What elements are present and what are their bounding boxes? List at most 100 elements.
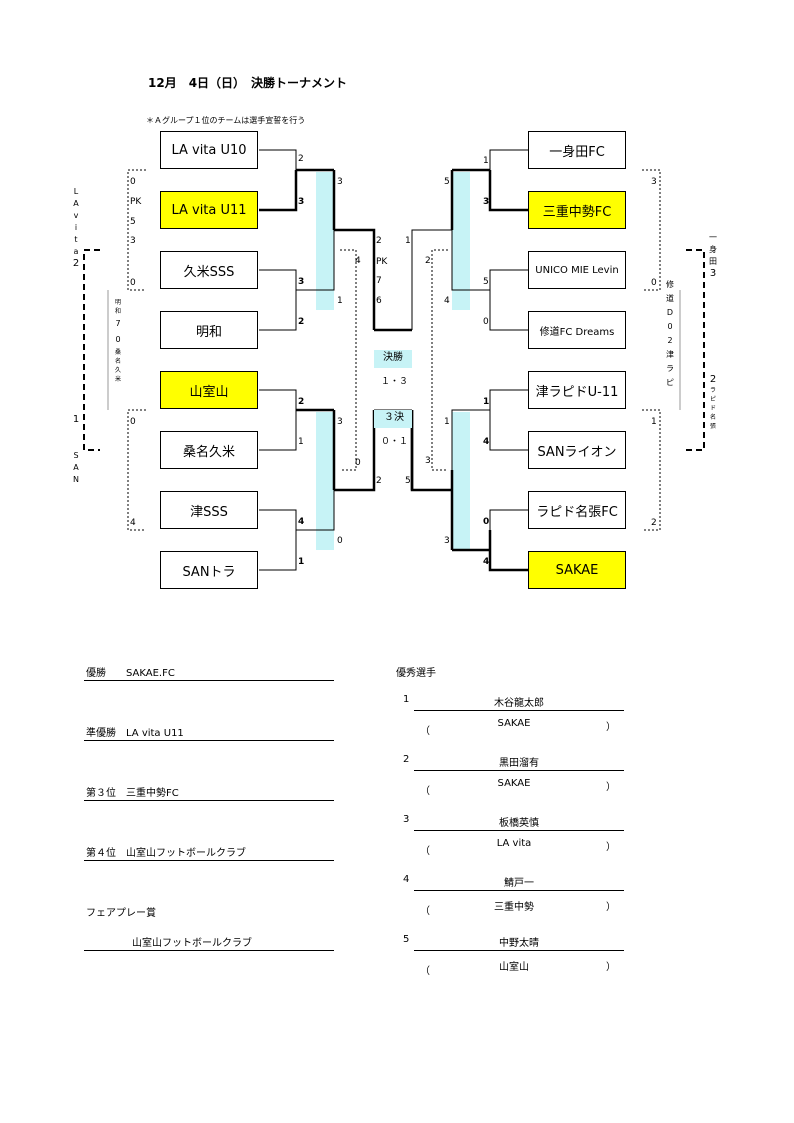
team-right-2: 三重中勢FC [528,191,626,229]
pk-final-score: 6 [376,296,382,306]
pk-final-label: PK [376,257,388,267]
player-name: 黒田溜有 [499,758,539,769]
player-team: 三重中勢 [494,902,534,913]
paren-close: ） [606,962,616,973]
outer-right-score: 0 [651,278,657,288]
team-left-4: 明和 [160,311,258,349]
score-right-r1: 3 [483,197,490,207]
player-num: 2 [403,754,410,765]
player-name: 中野太晴 [499,938,539,949]
score-right-sf: 5 [444,177,450,187]
score-left-r1: 3 [298,197,305,207]
result-line [84,800,334,801]
score-right-r1: 4 [483,557,490,567]
paren-open: （ [420,906,430,917]
paren-open: （ [420,786,430,797]
pledge-note: ＊Ａグループ１位のチームは選手宣誓を行う [146,116,306,125]
team-left-6: 桑名久米 [160,431,258,469]
paren-open: （ [420,846,430,857]
player-team: LA vita [496,838,532,849]
score-left-third: 0 [355,458,361,468]
player-line [414,770,624,771]
player-team: SAKAE [497,718,531,729]
result-line [84,680,334,681]
score-right-third: 2 [425,256,431,266]
final-score: １・３ [381,377,409,387]
third-label: ３決 [384,412,404,423]
player-name: 板橋英慎 [499,818,539,829]
player-line [414,830,624,831]
score-left-r1: 2 [298,317,305,327]
team-left-8: SANトラ [160,551,258,589]
score-right-r1: 5 [483,277,489,287]
players-title: 優秀選手 [396,668,436,679]
player-team: SAKAE [497,778,531,789]
paren-close: ） [606,842,616,853]
pk-final-score: 7 [376,276,382,286]
score-left-final: 2 [376,476,382,486]
outer-right-score: 1 [651,417,657,427]
team-left-1: LA vita U10 [160,131,258,169]
result-runner-up: 準優勝 LA vita U11 [86,728,184,739]
score-left-sf: 0 [337,536,343,546]
team-left-5: 山室山 [160,371,258,409]
pk-left-score: 0 [130,278,136,288]
score-right-final: 5 [405,476,411,486]
score-right-sf: 3 [444,536,450,546]
pk-left-score: 0 [130,177,136,187]
score-left-sf: 3 [337,177,343,187]
team-right-1: 一身田FC [528,131,626,169]
page-title: 12月 4日（日） 決勝トーナメント [148,76,348,90]
result-line [84,860,334,861]
result-third: 第３位 三重中勢FC [86,788,179,799]
result-line [84,950,334,951]
pk-left-label: PK [130,197,142,207]
team-right-5: 津ラピドU-11 [528,371,626,409]
score-left-sf: 1 [337,296,343,306]
player-num: 3 [403,814,410,825]
team-right-6: SANライオン [528,431,626,469]
score-right-r1: 0 [483,317,489,327]
player-num: 1 [403,694,410,705]
score-left-r1: 1 [298,437,304,447]
pk-left-score: 5 [130,217,136,227]
bracket-lines [83,149,705,572]
outer-left-score: 4 [130,518,136,528]
score-left-final: 2 [376,236,382,246]
score-right-r1: 1 [483,397,490,407]
team-right-4: 修道FC Dreams [528,311,626,349]
score-left-r1: 2 [298,154,304,164]
paren-close: ） [606,902,616,913]
score-right-sf: 1 [444,417,450,427]
score-left-third: 4 [355,256,361,266]
fairplay-label: フェアプレー賞 [86,908,156,919]
team-right-3: UNICO MIE Levin [528,251,626,289]
team-right-8: SAKAE [528,551,626,589]
score-left-sf: 3 [337,417,343,427]
score-right-third: 3 [425,456,431,466]
player-name: 木谷龍太郎 [494,698,544,709]
score-right-r1: 4 [483,437,490,447]
score-right-final: 1 [405,236,411,246]
player-num: 5 [403,934,410,945]
outer-right-score: 3 [651,177,657,187]
team-left-7: 津SSS [160,491,258,529]
paren-close: ） [606,722,616,733]
team-right-7: ラピド名張FC [528,491,626,529]
pk-left-score: 3 [130,236,136,246]
score-right-r1: 1 [483,156,489,166]
result-fourth: 第４位 山室山フットボールクラブ [86,848,246,859]
paren-open: （ [420,966,430,977]
final-label: 決勝 [383,352,403,363]
fairplay-team: 山室山フットボールクラブ [132,938,252,949]
score-left-r1: 1 [298,557,305,567]
score-left-r1: 3 [298,277,305,287]
third-score: ０・１ [381,437,409,447]
score-right-sf: 4 [444,296,450,306]
player-name: 鯖戸一 [504,878,534,889]
